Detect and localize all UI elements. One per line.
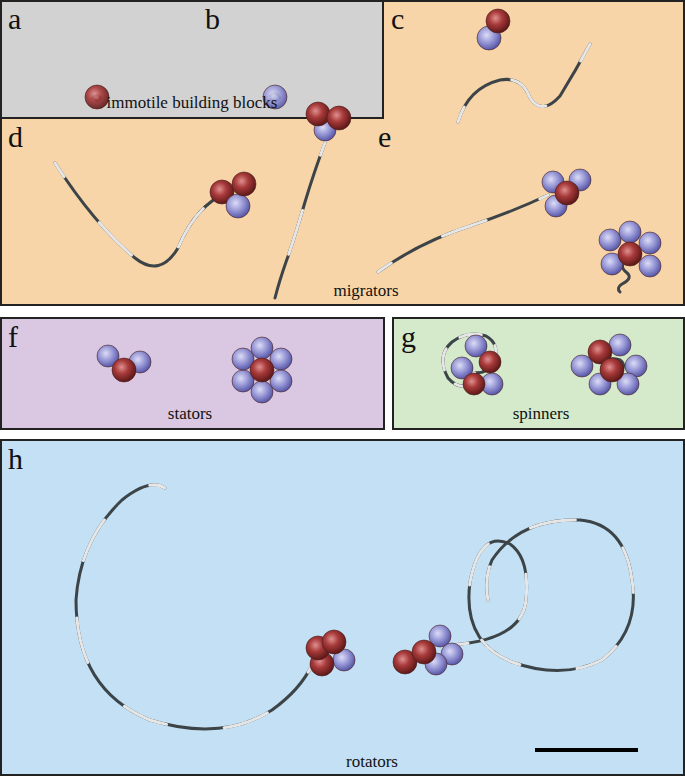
panel-ground bbox=[1, 318, 384, 429]
panel-letter: g bbox=[401, 320, 416, 354]
panel-letter: b bbox=[205, 2, 220, 36]
panel: f stators bbox=[0, 318, 384, 430]
panel-caption: migrators bbox=[333, 281, 398, 301]
panel-ground bbox=[1, 1, 684, 305]
panel-letter: f bbox=[8, 320, 18, 354]
panel: g spinners bbox=[393, 318, 685, 430]
panel-letter: a bbox=[8, 2, 21, 36]
panel-ground bbox=[1, 1, 384, 119]
spheres bbox=[85, 9, 661, 676]
panel: c bbox=[383, 0, 685, 120]
panel-letter: h bbox=[8, 442, 23, 476]
panel-letter: c bbox=[391, 2, 404, 36]
panel: h rotators bbox=[0, 440, 685, 776]
panel-caption: rotators bbox=[346, 752, 398, 772]
panel-letter: e bbox=[378, 120, 391, 154]
panel-letter: d bbox=[8, 120, 23, 154]
scale-bar bbox=[535, 748, 638, 752]
panel-ground bbox=[393, 318, 684, 429]
panel-caption: stators bbox=[168, 404, 212, 424]
panel-ground bbox=[1, 440, 684, 775]
panel: a b immotile building blocks bbox=[0, 0, 384, 119]
panel-caption: spinners bbox=[513, 404, 570, 424]
trajectories bbox=[55, 44, 633, 729]
panel-caption: immotile building blocks bbox=[107, 93, 278, 113]
panel: d e migrators bbox=[0, 118, 685, 306]
